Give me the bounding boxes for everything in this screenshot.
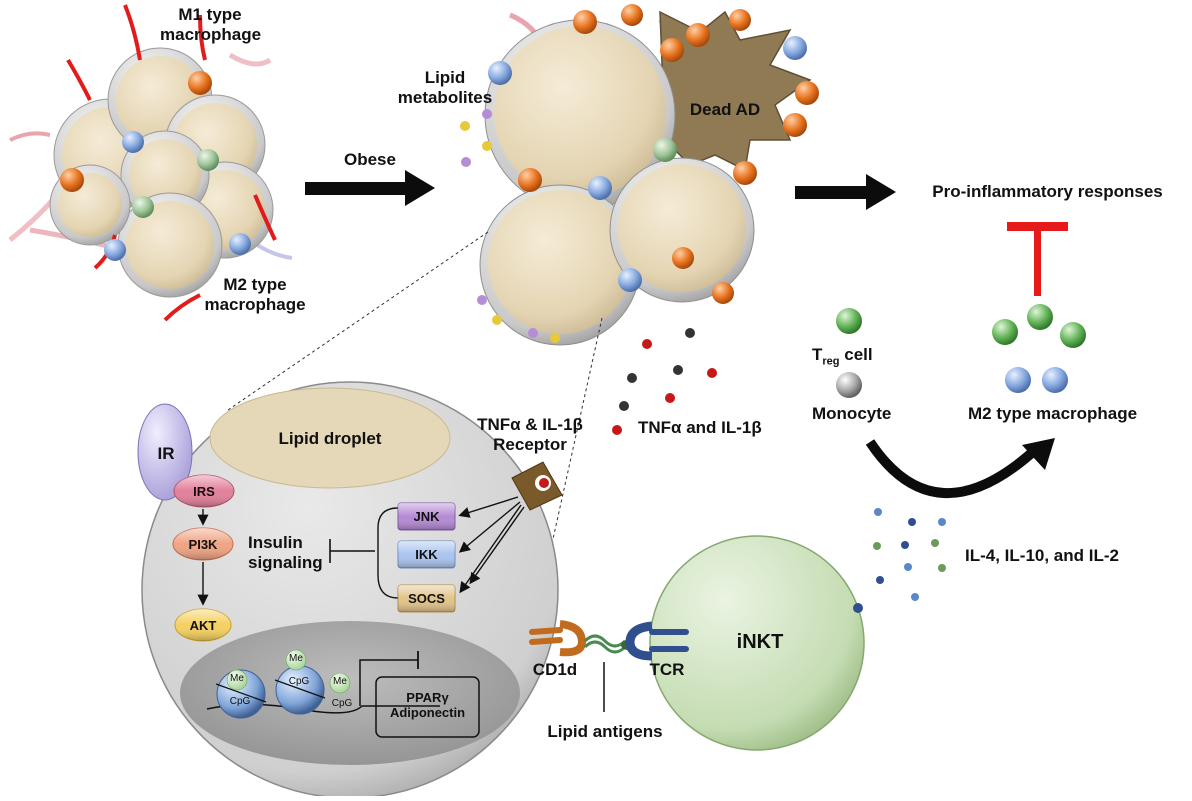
obese-cells [488,4,819,304]
pi3k-label: PI3K [188,537,218,552]
dead-ad-label: Dead AD [689,100,761,119]
inkt-label: iNKT [736,631,784,653]
irs-label: IRS [193,484,215,499]
il-cytokines-label: IL-4, IL-10, and IL-2 [965,546,1119,565]
lean-cells [60,71,251,261]
obese-label: Obese [344,150,396,169]
jnk-label: JNK [413,509,440,524]
cpg-label-2: CpG [288,676,310,687]
insulin-inhibition [329,507,399,599]
cd1d-tcr-synapse [529,620,689,712]
lean-adipose-tissue [8,4,293,322]
me-label-2: Me [289,653,303,664]
tnf-receptor [511,461,563,511]
cd1d-label: CD1d [532,660,578,679]
treg-label: Treg cell [812,345,873,368]
lipid-metabolite-dots [460,109,560,343]
akt-label: AKT [189,618,217,633]
ir-label: IR [157,444,175,463]
inkt-cell [649,535,865,751]
obese-adipose-tissue [479,10,812,346]
pro-inflammatory-label: Pro-inflammatory responses [932,182,1163,201]
insulin-pathway [172,474,235,642]
monocyte-cell [836,372,862,398]
nucleus [180,621,520,765]
lipid-droplet-label: Lipid droplet [278,429,382,448]
epigenetic-dna [206,649,480,738]
tcr-label: TCR [649,660,685,679]
pro-inflammatory-arrow [795,174,896,210]
m2-type-macrophage-label: M2 type macrophage [968,404,1138,423]
immune-cells-right [836,304,1086,398]
lipid-droplet [209,387,451,489]
lipid-antigens-label: Lipid antigens [547,722,663,741]
il-cytokine-dots [873,508,946,601]
monocyte-label: Monocyte [812,404,892,423]
tnf-il1b-molecules [612,328,717,435]
obese-arrow [305,170,435,206]
receptor-arrows [458,496,525,594]
me-label-3: Me [333,676,347,687]
cpg-label-3: CpG [331,698,353,709]
differentiation-arc [865,439,1039,499]
tnf-il1b-label: TNFα and IL-1β [638,418,762,437]
insulin-receptor [137,403,193,501]
me-label-1: Me [230,673,244,684]
stress-kinases [397,502,456,613]
cpg-label-1: CpG [229,696,251,707]
socs-label: SOCS [408,591,445,606]
dead-adipocyte [659,10,812,172]
m2-inhibition-bar [1007,222,1068,296]
treg-cell [836,308,862,334]
ikk-label: IKK [415,547,438,562]
